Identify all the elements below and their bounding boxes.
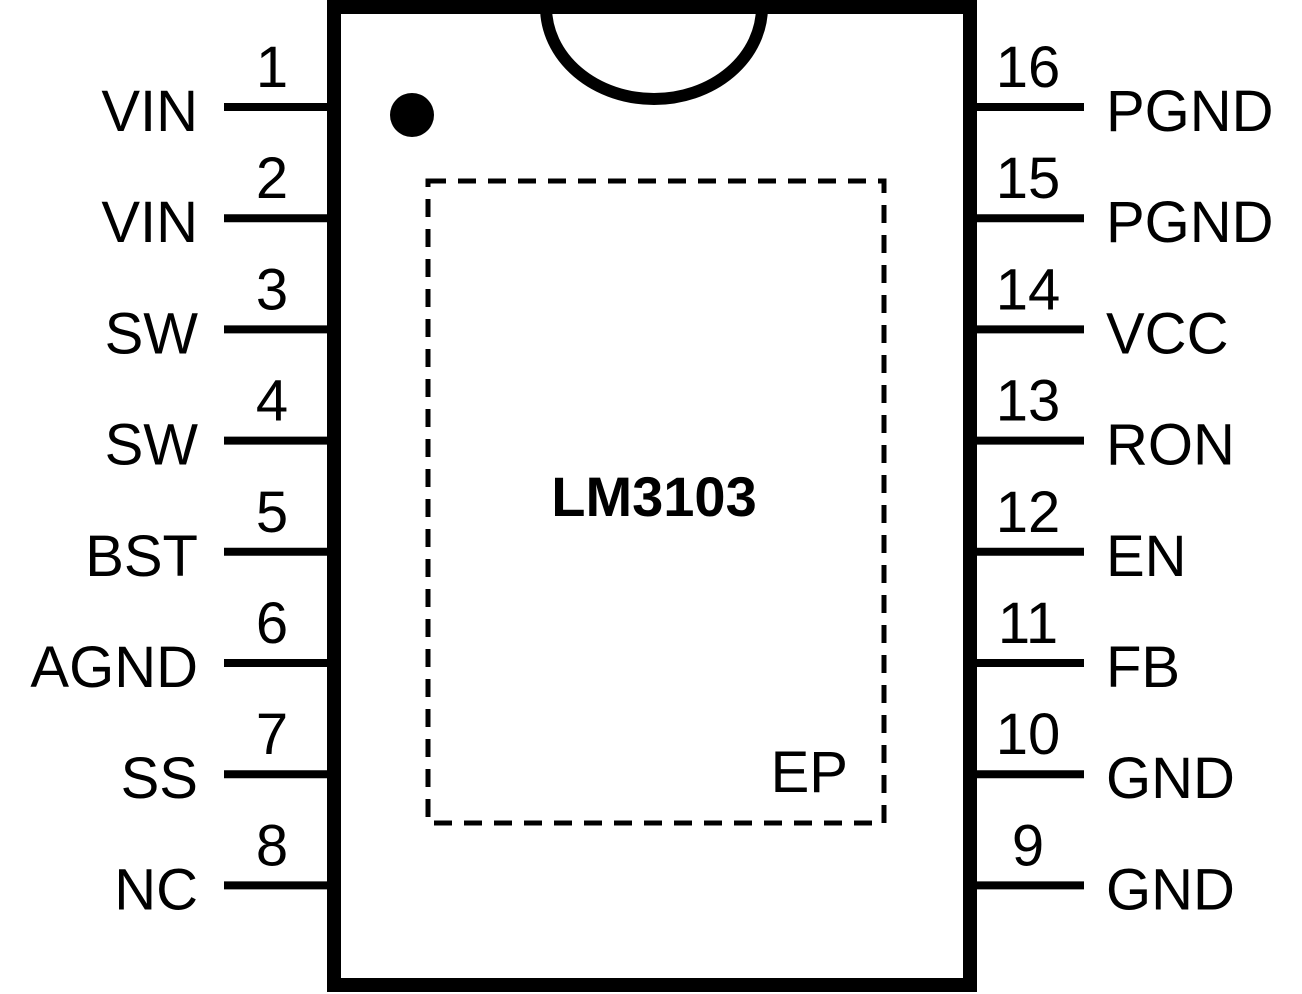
pin-number: 13 bbox=[996, 369, 1061, 434]
pin-name: RON bbox=[1106, 413, 1235, 478]
pin-name: GND bbox=[1106, 857, 1235, 922]
pin-number: 1 bbox=[256, 35, 288, 100]
pin-number: 7 bbox=[256, 702, 288, 767]
pin-number: 6 bbox=[256, 591, 288, 656]
pin-number: 2 bbox=[256, 146, 288, 211]
pin-name: SW bbox=[105, 301, 199, 366]
exposed-pad-label: EP bbox=[771, 740, 848, 805]
pin-7: 7SS bbox=[121, 702, 334, 811]
pin-number: 9 bbox=[1012, 813, 1044, 878]
exposed-pad-outline bbox=[425, 178, 887, 826]
pin-number: 5 bbox=[256, 480, 288, 545]
pin-name: NC bbox=[114, 857, 198, 922]
pin-number: 11 bbox=[998, 591, 1058, 656]
pin-name: SW bbox=[105, 413, 199, 478]
pin-number: 14 bbox=[996, 257, 1061, 322]
pin-name: VIN bbox=[101, 79, 198, 144]
pin-number: 12 bbox=[996, 480, 1061, 545]
pin-name: PGND bbox=[1106, 79, 1274, 144]
orientation-notch bbox=[540, 6, 768, 105]
pin-name: VCC bbox=[1106, 301, 1228, 366]
pin-3: 3SW bbox=[105, 257, 334, 366]
pin-number: 4 bbox=[256, 369, 288, 434]
pin-name: GND bbox=[1106, 746, 1235, 811]
chip-part-number: LM3103 bbox=[551, 465, 756, 528]
pin-name: AGND bbox=[30, 635, 198, 700]
pin-number: 16 bbox=[996, 35, 1061, 100]
pin-name: FB bbox=[1106, 635, 1180, 700]
pin-8: 8NC bbox=[114, 813, 334, 922]
pin1-indicator-dot bbox=[390, 93, 434, 137]
pin-number: 8 bbox=[256, 813, 288, 878]
pin-4: 4SW bbox=[105, 369, 334, 478]
pin-number: 3 bbox=[256, 257, 288, 322]
pin-number: 15 bbox=[996, 146, 1061, 211]
pin-name: VIN bbox=[101, 190, 198, 255]
pin-name: PGND bbox=[1106, 190, 1274, 255]
pin-number: 10 bbox=[996, 702, 1061, 767]
pin-name: SS bbox=[121, 746, 198, 811]
pin-name: EN bbox=[1106, 524, 1187, 589]
pin-name: BST bbox=[85, 524, 198, 589]
